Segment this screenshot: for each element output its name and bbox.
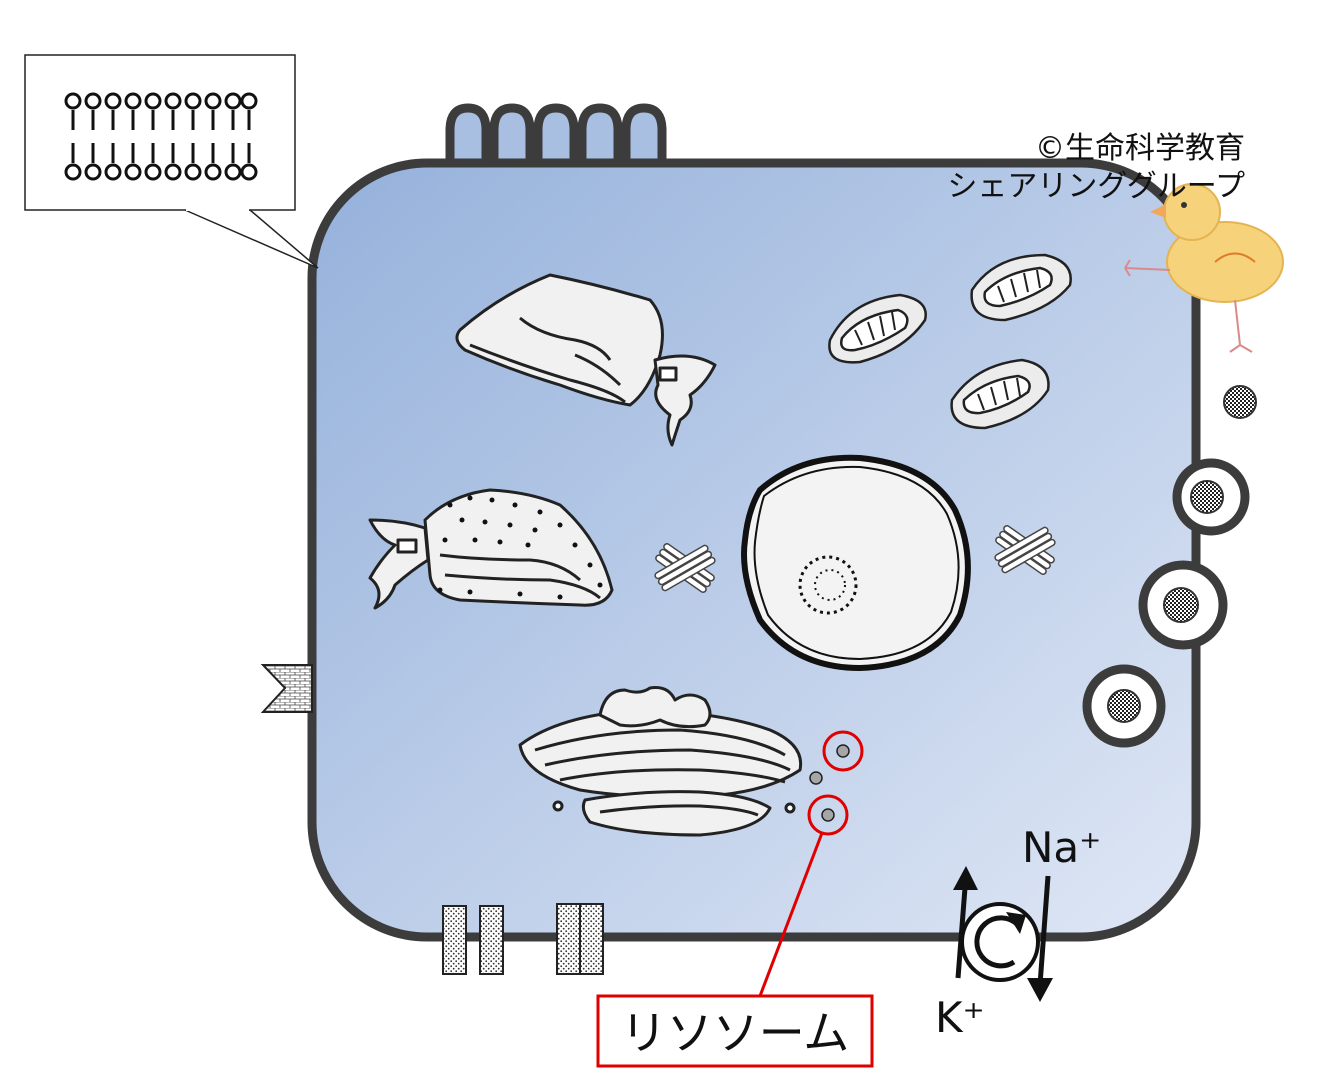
lysosome-highlight-ring — [807, 794, 849, 836]
smooth-er — [455, 273, 717, 447]
potassium-label: K⁺ — [935, 993, 985, 1042]
rough-er — [368, 488, 614, 610]
centriole — [654, 543, 716, 593]
mitochondrion — [828, 293, 927, 364]
mitochondria — [828, 253, 1072, 430]
bilayer-callout — [24, 54, 319, 269]
lysosome-pointer-line — [758, 832, 824, 997]
potassium-arrow — [955, 874, 969, 979]
lysosome — [809, 771, 823, 785]
nucleus — [741, 454, 971, 672]
centriole — [994, 525, 1056, 575]
chick-icon — [1124, 183, 1284, 353]
credit-line-1: ©生命科学教育 — [1035, 131, 1245, 166]
lysosome — [821, 808, 835, 822]
nucleolus — [798, 555, 858, 615]
endocytosis-vesicles — [1082, 385, 1257, 748]
sodium-potassium-pump: Na⁺ K⁺ — [935, 823, 1101, 1042]
membrane-channels — [442, 903, 604, 975]
lysosome-group — [758, 730, 864, 997]
sodium-label: Na⁺ — [1022, 823, 1101, 872]
lysosome-label-box: リソソーム — [596, 994, 874, 1068]
lysosome-highlight-ring — [822, 730, 864, 772]
sodium-arrow — [1037, 875, 1051, 986]
mitochondrion — [970, 253, 1072, 322]
rotating-pump-icon — [974, 915, 1020, 969]
credit-line-2: シェアリンググループ — [947, 169, 1245, 204]
lysosome — [836, 744, 850, 758]
lysosome-label: リソソーム — [621, 1006, 850, 1060]
mitochondrion — [950, 358, 1050, 430]
phospholipid-bilayer-icon — [64, 92, 258, 181]
golgi-apparatus — [518, 686, 803, 837]
membrane-receptor — [260, 664, 313, 713]
microvilli — [445, 103, 667, 170]
